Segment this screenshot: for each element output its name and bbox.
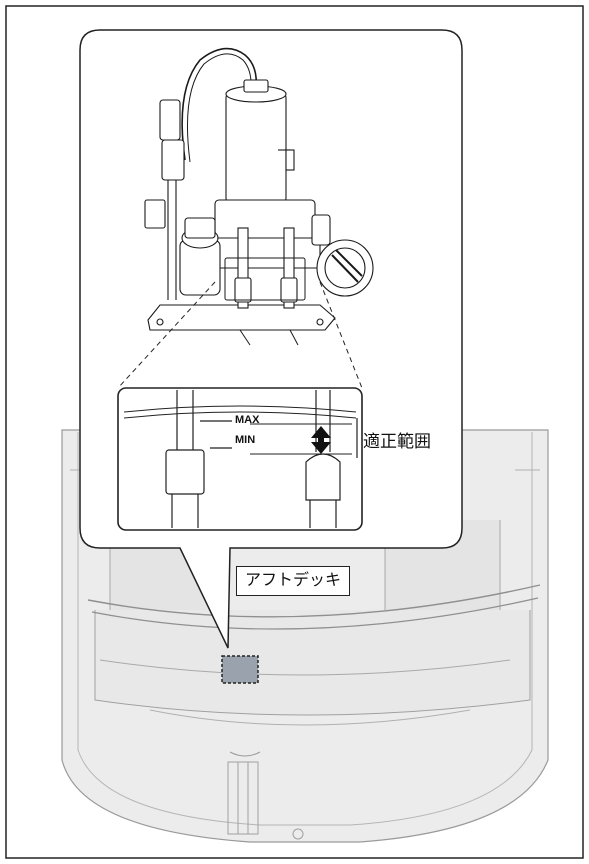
location-marker-box [221, 655, 259, 684]
min-mark-label: MIN [235, 434, 256, 446]
zoom-guide-lines [117, 281, 363, 389]
zoom-detail-panel [117, 387, 363, 531]
max-mark-label: MAX [235, 414, 260, 426]
pump-unit [144, 47, 374, 346]
proper-range-label: 適正範囲 [363, 432, 431, 451]
aft-deck-label: アフトデッキ [236, 566, 351, 596]
